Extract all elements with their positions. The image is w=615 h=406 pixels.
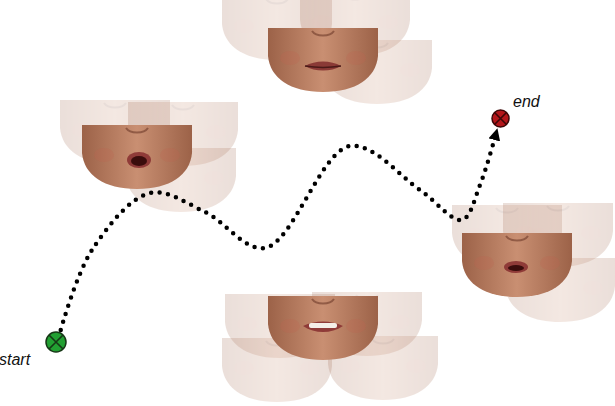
cross-circle [45,331,67,353]
point-label: end [513,93,540,110]
face-frame-group [222,0,432,104]
end-marker: end [491,109,510,128]
face-frame-group [452,203,615,322]
trajectory-path [61,129,497,329]
start-marker: start [45,331,67,353]
face-frame-group [222,292,438,402]
point-label: start [0,351,30,368]
cross-circle [491,109,510,128]
face-frame-group [60,100,238,212]
